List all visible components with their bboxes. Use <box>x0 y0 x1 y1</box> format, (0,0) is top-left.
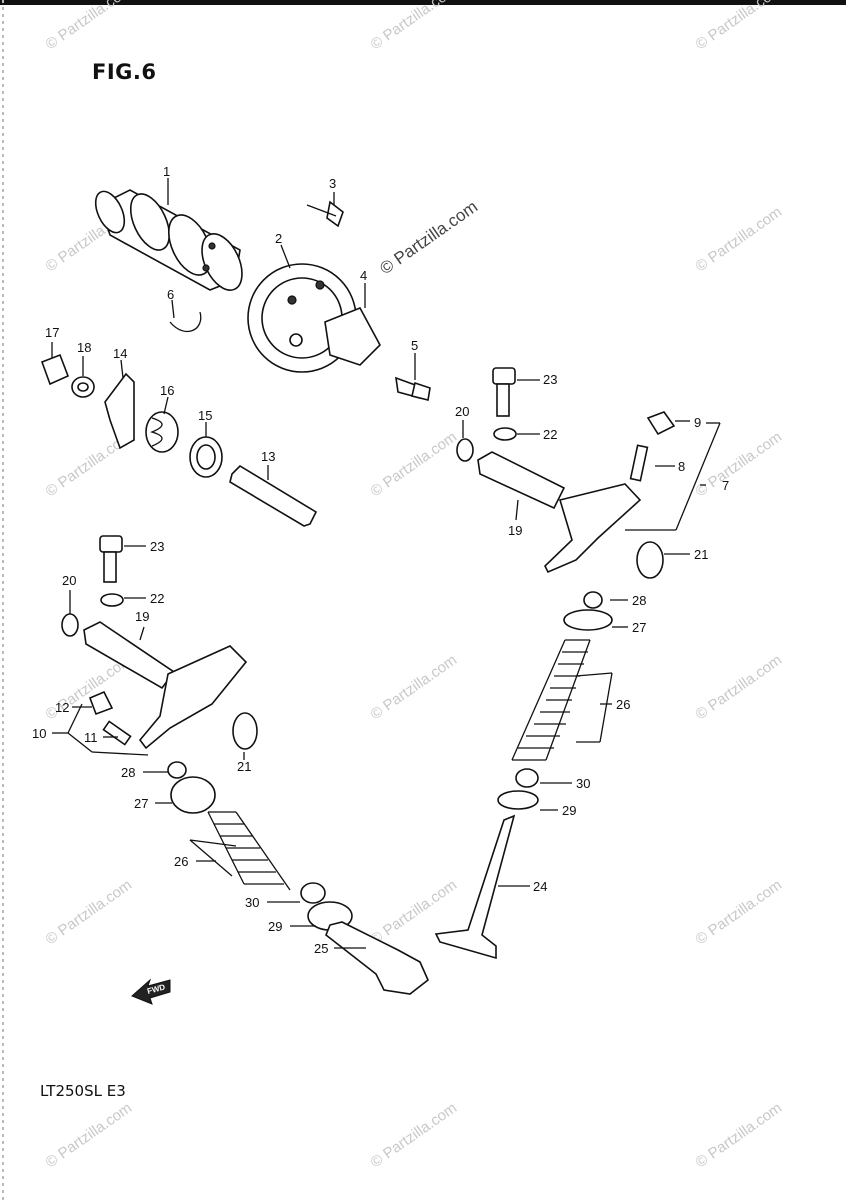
rocker-arm-right-part <box>544 483 642 574</box>
callout-17: 17 <box>45 325 59 340</box>
cotter-right-part <box>583 591 603 609</box>
callout-2: 2 <box>275 231 282 246</box>
figure-title: FIG.6 <box>92 60 157 84</box>
callout-16: 16 <box>160 383 174 398</box>
retainer-right-part <box>563 609 613 631</box>
callout-22a: 22 <box>543 427 557 442</box>
watermark: © Partzilla.com <box>693 428 786 500</box>
watermark: © Partzilla.com <box>368 0 461 53</box>
washer-left-part <box>100 593 124 607</box>
spring-part <box>145 411 179 453</box>
callout-29a: 29 <box>562 803 576 818</box>
callout-20a: 20 <box>455 404 469 419</box>
top-border <box>0 0 846 5</box>
bolt-left-part <box>99 535 123 583</box>
callout-14: 14 <box>113 346 127 361</box>
callout-numbers: 1 2 3 4 5 6 17 18 14 16 15 13 23 22 20 9… <box>32 164 729 956</box>
cam-sprocket-plate-part <box>324 306 381 366</box>
callout-3: 3 <box>329 176 336 191</box>
callout-11: 11 <box>84 730 98 745</box>
callout-5: 5 <box>411 338 418 353</box>
callout-25: 25 <box>314 941 328 956</box>
o-ring-right-part <box>456 438 474 462</box>
callout-30a: 30 <box>576 776 590 791</box>
scan-edge <box>2 0 4 1200</box>
callout-26b: 26 <box>174 854 188 869</box>
rocker-arm-left-part <box>138 645 248 750</box>
callout-6: 6 <box>167 287 174 302</box>
callout-29b: 29 <box>268 919 282 934</box>
callout-28a: 28 <box>632 593 646 608</box>
callout-27a: 27 <box>632 620 646 635</box>
cam-clip-part <box>169 311 202 333</box>
seal-right-part <box>515 768 539 788</box>
o-ring-21-left-part <box>232 712 258 750</box>
o-ring-21-right-part <box>636 541 664 579</box>
nut-washer-set-part <box>40 353 95 398</box>
camshaft-part <box>94 189 243 291</box>
watermark: © Partzilla.com <box>43 1099 136 1171</box>
callout-20b: 20 <box>62 573 76 588</box>
o-ring-left-part <box>61 613 79 637</box>
callout-24: 24 <box>533 879 547 894</box>
seal-left-part <box>300 882 326 904</box>
watermark: © Partzilla.com <box>693 0 786 53</box>
callout-19a: 19 <box>508 523 522 538</box>
leader-lines <box>51 178 721 949</box>
bearing-part <box>189 436 223 478</box>
watermark: © Partzilla.com <box>693 203 786 275</box>
valve-spring-right-part <box>511 639 591 761</box>
retainer-left-part <box>170 776 216 814</box>
model-code: LT250SL E3 <box>40 1082 126 1100</box>
callout-13: 13 <box>261 449 275 464</box>
valve-spring-left-part <box>207 811 291 891</box>
sprocket-bolt-part <box>395 376 431 401</box>
watermark: © Partzilla.com <box>368 428 461 500</box>
callout-4: 4 <box>360 268 367 283</box>
callout-9: 9 <box>694 415 701 430</box>
adjust-screw-right-part <box>629 444 649 482</box>
callout-23b: 23 <box>150 539 164 554</box>
callout-12: 12 <box>55 700 69 715</box>
callout-30b: 30 <box>245 895 259 910</box>
watermark: © Partzilla.com <box>43 876 136 948</box>
adjust-screw-left-part <box>102 720 132 746</box>
watermark: © Partzilla.com <box>43 0 136 53</box>
cotter-left-part <box>167 761 187 779</box>
front-arrow-icon: FWD <box>131 978 171 1005</box>
spring-seat-right-part <box>497 790 539 810</box>
intake-valve-part <box>325 921 429 995</box>
watermark: © Partzilla.com <box>368 1099 461 1171</box>
exhaust-valve-part <box>434 814 516 960</box>
rocker-shaft-right-part <box>477 451 566 510</box>
callout-18: 18 <box>77 340 91 355</box>
callout-21a: 21 <box>694 547 708 562</box>
bolt-right-part <box>492 367 516 417</box>
washer-right-part <box>493 427 517 441</box>
callout-26a: 26 <box>616 697 630 712</box>
watermark: © Partzilla.com <box>376 197 481 278</box>
callout-27b: 27 <box>134 796 148 811</box>
watermark: © Partzilla.com <box>693 651 786 723</box>
callout-22b: 22 <box>150 591 164 606</box>
shaft-part <box>229 464 318 527</box>
callout-15: 15 <box>198 408 212 423</box>
callout-23a: 23 <box>543 372 557 387</box>
adjust-nut-left-part <box>88 690 114 716</box>
callout-7: 7 <box>722 478 729 493</box>
watermark: © Partzilla.com <box>368 651 461 723</box>
callout-8: 8 <box>678 459 685 474</box>
adjust-nut-right-part <box>646 411 676 436</box>
watermark: © Partzilla.com <box>693 876 786 948</box>
watermark: © Partzilla.com <box>693 1099 786 1171</box>
callout-10: 10 <box>32 726 46 741</box>
callout-28b: 28 <box>121 765 135 780</box>
callout-21b: 21 <box>237 759 251 774</box>
plate-part <box>104 372 135 450</box>
callout-19b: 19 <box>135 609 149 624</box>
callout-1: 1 <box>163 164 170 179</box>
